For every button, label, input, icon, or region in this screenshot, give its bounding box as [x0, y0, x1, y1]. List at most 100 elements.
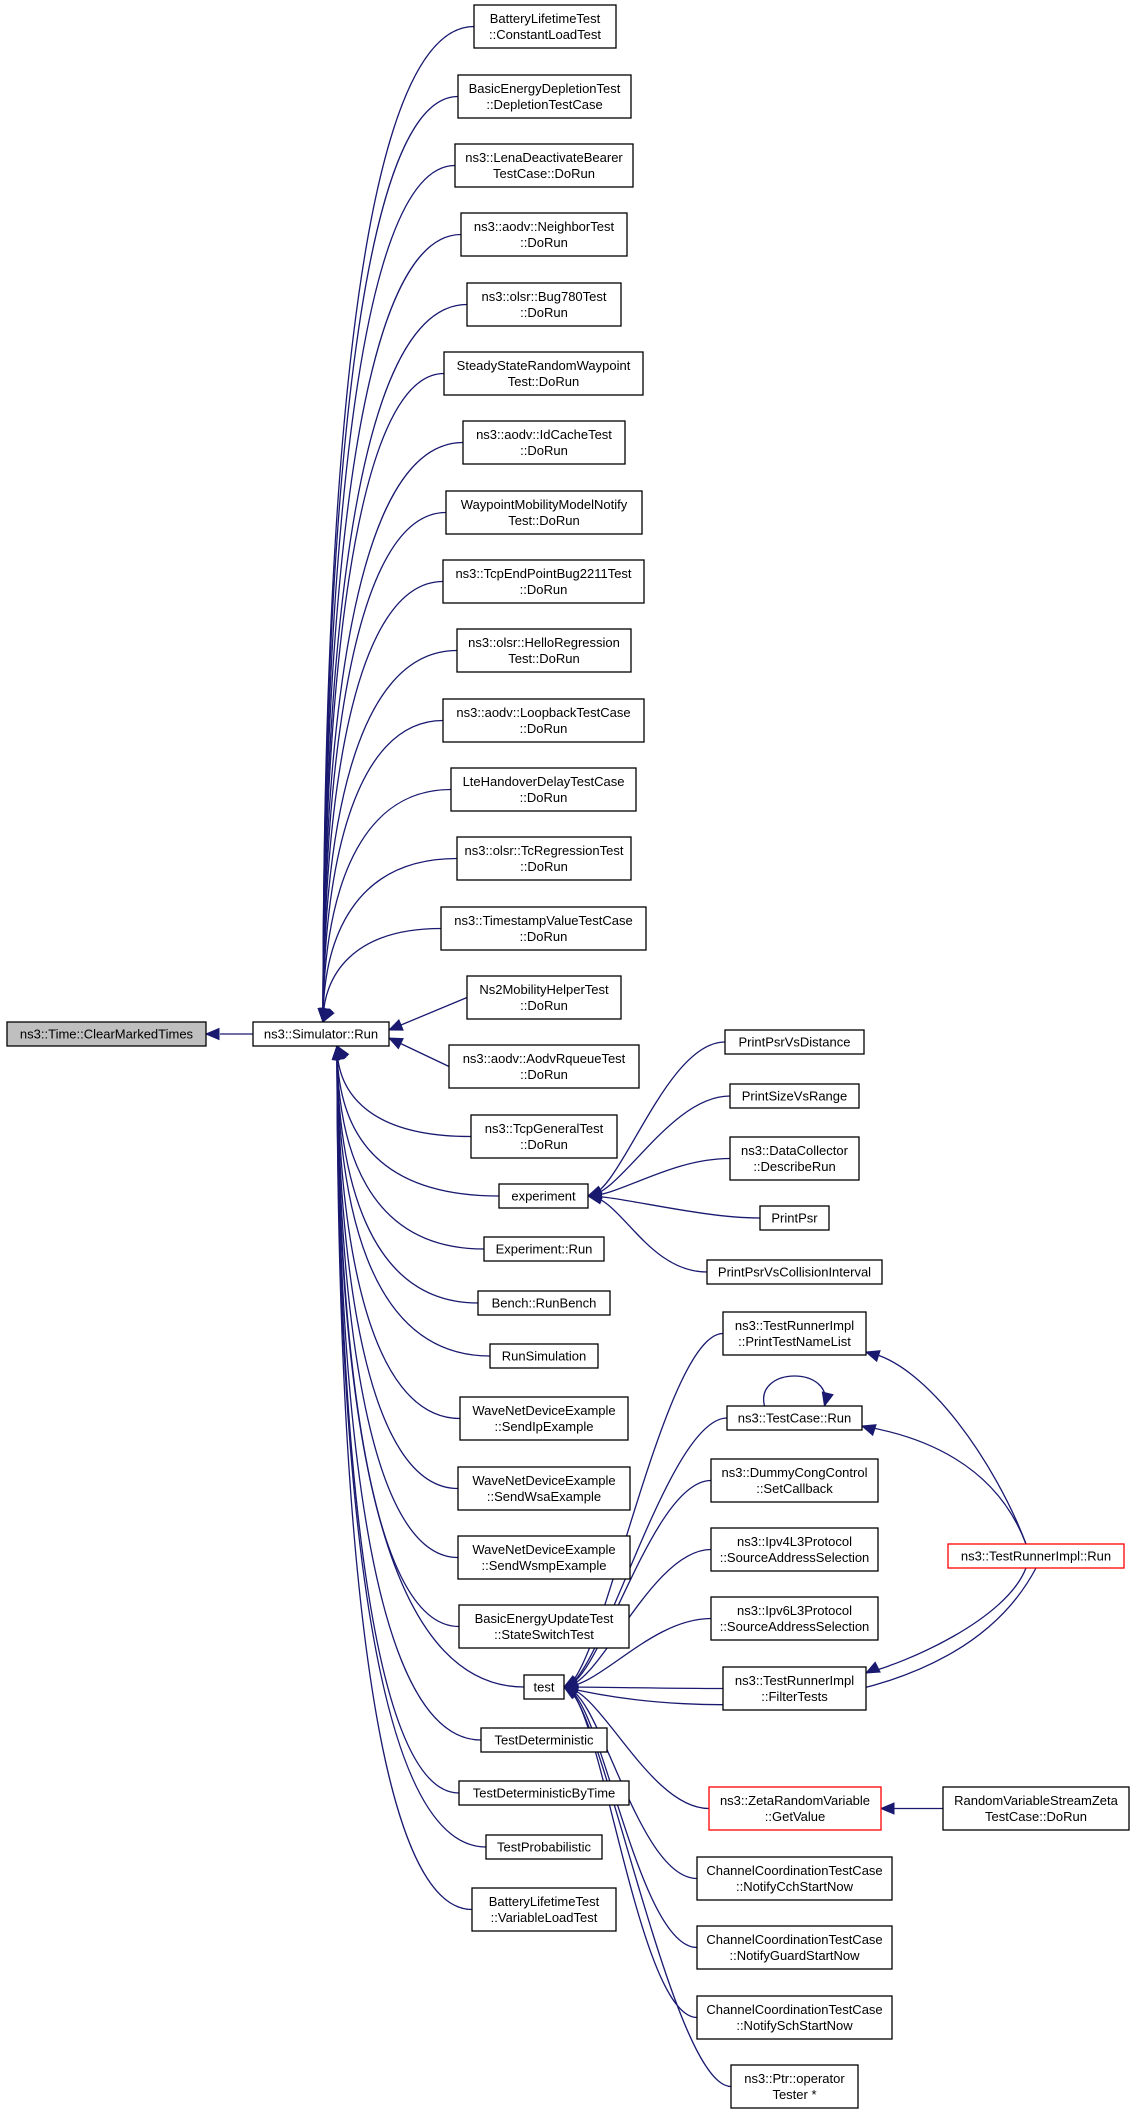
node-t7[interactable]: ns3::ZetaRandomVariable::GetValue	[708, 1786, 882, 1831]
node-box	[730, 2064, 859, 2109]
call-nodes: ns3::Time::ClearMarkedTimes ns3::Simulato…	[6, 4, 1130, 2109]
node-label: ::DoRun	[520, 305, 568, 320]
node-c1[interactable]: BatteryLifetimeTest::ConstantLoadTest	[473, 4, 617, 49]
node-label: ::DoRun	[520, 998, 568, 1013]
node-box	[466, 282, 622, 327]
node-label: ns3::TestRunnerImpl	[735, 1673, 854, 1688]
node-c7[interactable]: ns3::aodv::IdCacheTest::DoRun	[462, 420, 626, 465]
node-c28[interactable]: TestDeterministicByTime	[458, 1780, 630, 1806]
node-c14[interactable]: ns3::TimestampValueTestCase::DoRun	[440, 906, 647, 951]
node-c24[interactable]: WaveNetDeviceExample::SendWsmpExample	[457, 1535, 631, 1580]
node-label: Tester *	[772, 2087, 816, 2102]
node-e3[interactable]: ns3::DataCollector::DescribeRun	[729, 1136, 860, 1181]
edge-t6-to-test	[563, 1686, 724, 1690]
node-box	[485, 1834, 603, 1860]
node-box	[471, 1887, 617, 1932]
node-box	[724, 1029, 865, 1055]
node-label: ns3::TestCase::Run	[738, 1411, 851, 1426]
node-runner[interactable]: ns3::TestRunnerImpl::Run	[947, 1543, 1125, 1569]
node-box	[708, 1786, 882, 1831]
node-t6[interactable]: ns3::TestRunnerImpl::FilterTests	[722, 1666, 867, 1711]
node-c13[interactable]: ns3::olsr::TcRegressionTest::DoRun	[456, 836, 632, 881]
node-label: BatteryLifetimeTest	[489, 1894, 600, 1909]
node-box	[696, 1995, 893, 2040]
node-label: ::DoRun	[520, 721, 568, 736]
node-label: PrintPsr	[771, 1211, 818, 1226]
node-label: RunSimulation	[502, 1349, 587, 1364]
node-test[interactable]: test	[523, 1674, 565, 1700]
node-c5[interactable]: ns3::olsr::Bug780Test::DoRun	[466, 282, 622, 327]
node-c4[interactable]: ns3::aodv::NeighborTest::DoRun	[460, 212, 628, 257]
node-box	[729, 1083, 860, 1109]
node-e4[interactable]: PrintPsr	[759, 1205, 830, 1231]
node-label: ::NotifyGuardStartNow	[729, 1948, 860, 1963]
node-e2[interactable]: PrintSizeVsRange	[729, 1083, 860, 1109]
node-label: ns3::olsr::Bug780Test	[481, 289, 606, 304]
node-box	[729, 1136, 860, 1181]
node-box	[706, 1259, 883, 1285]
node-label: ChannelCoordinationTestCase	[706, 1863, 882, 1878]
node-c30[interactable]: BatteryLifetimeTest::VariableLoadTest	[471, 1887, 617, 1932]
node-c20[interactable]: Bench::RunBench	[477, 1290, 611, 1316]
node-box	[457, 1535, 631, 1580]
node-c15[interactable]: Ns2MobilityHelperTest::DoRun	[466, 975, 622, 1020]
edge-runner-to-t2	[861, 1425, 1027, 1545]
node-c27[interactable]: TestDeterministic	[480, 1727, 608, 1753]
node-exp[interactable]: experiment	[498, 1183, 589, 1209]
node-c22[interactable]: WaveNetDeviceExample::SendIpExample	[459, 1396, 629, 1441]
node-label: ns3::LenaDeactivateBearer	[465, 150, 623, 165]
node-c11[interactable]: ns3::aodv::LoopbackTestCase::DoRun	[442, 698, 645, 743]
node-label: ::DoRun	[520, 1137, 568, 1152]
node-e5[interactable]: PrintPsrVsCollisionInterval	[706, 1259, 883, 1285]
node-t1[interactable]: ns3::TestRunnerImpl::PrintTestNameList	[722, 1311, 867, 1356]
node-c2[interactable]: BasicEnergyDepletionTest::DepletionTestC…	[457, 74, 632, 119]
node-t9[interactable]: ChannelCoordinationTestCase::NotifyGuard…	[696, 1925, 893, 1970]
node-box	[460, 212, 628, 257]
node-box	[458, 1604, 630, 1649]
node-c16[interactable]: ns3::aodv::AodvRqueueTest::DoRun	[448, 1044, 640, 1089]
node-label: ::StateSwitchTest	[494, 1627, 594, 1642]
node-clear[interactable]: ns3::Time::ClearMarkedTimes	[6, 1021, 207, 1047]
node-box	[466, 975, 622, 1020]
node-c19[interactable]: Experiment::Run	[483, 1236, 605, 1262]
node-c29[interactable]: TestProbabilistic	[485, 1834, 603, 1860]
node-box	[726, 1405, 863, 1431]
node-c21[interactable]: RunSimulation	[489, 1343, 599, 1369]
node-t4[interactable]: ns3::Ipv4L3Protocol::SourceAddressSelect…	[710, 1527, 879, 1572]
node-box	[459, 1396, 629, 1441]
node-c25[interactable]: BasicEnergyUpdateTest::StateSwitchTest	[458, 1604, 630, 1649]
node-label: BatteryLifetimeTest	[490, 11, 601, 26]
edge-zeta-to-t7-arrowhead	[879, 1802, 895, 1815]
node-box	[696, 1856, 893, 1901]
node-c17[interactable]: ns3::TcpGeneralTest::DoRun	[470, 1114, 618, 1159]
node-label: TestDeterministicByTime	[473, 1786, 616, 1801]
node-label: Bench::RunBench	[492, 1296, 597, 1311]
node-label: ::NotifyCchStartNow	[736, 1879, 854, 1894]
node-c12[interactable]: LteHandoverDelayTestCase::DoRun	[450, 767, 637, 812]
node-c9[interactable]: ns3::TcpEndPointBug2211Test::DoRun	[442, 559, 645, 604]
node-box	[458, 1780, 630, 1806]
edge-c16-to-sim-arrowhead	[387, 1037, 404, 1050]
node-label: ns3::DummyCongControl	[722, 1465, 868, 1480]
node-c23[interactable]: WaveNetDeviceExample::SendWsaExample	[457, 1466, 631, 1511]
edge-c25-to-sim	[336, 1045, 460, 1628]
node-t8[interactable]: ChannelCoordinationTestCase::NotifyCchSt…	[696, 1856, 893, 1901]
node-t3[interactable]: ns3::DummyCongControl::SetCallback	[710, 1458, 879, 1503]
node-box	[523, 1674, 565, 1700]
node-sim[interactable]: ns3::Simulator::Run	[252, 1021, 390, 1047]
node-t5[interactable]: ns3::Ipv6L3Protocol::SourceAddressSelect…	[710, 1596, 879, 1641]
node-t10[interactable]: ChannelCoordinationTestCase::NotifySchSt…	[696, 1995, 893, 2040]
node-box	[710, 1527, 879, 1572]
node-e1[interactable]: PrintPsrVsDistance	[724, 1029, 865, 1055]
edge-runner-to-t1	[865, 1351, 1027, 1545]
node-label: SteadyStateRandomWaypoint	[457, 358, 631, 373]
node-label: ns3::aodv::AodvRqueueTest	[463, 1051, 626, 1066]
node-t2[interactable]: ns3::TestCase::Run	[726, 1405, 863, 1431]
node-label: ns3::aodv::LoopbackTestCase	[456, 705, 630, 720]
